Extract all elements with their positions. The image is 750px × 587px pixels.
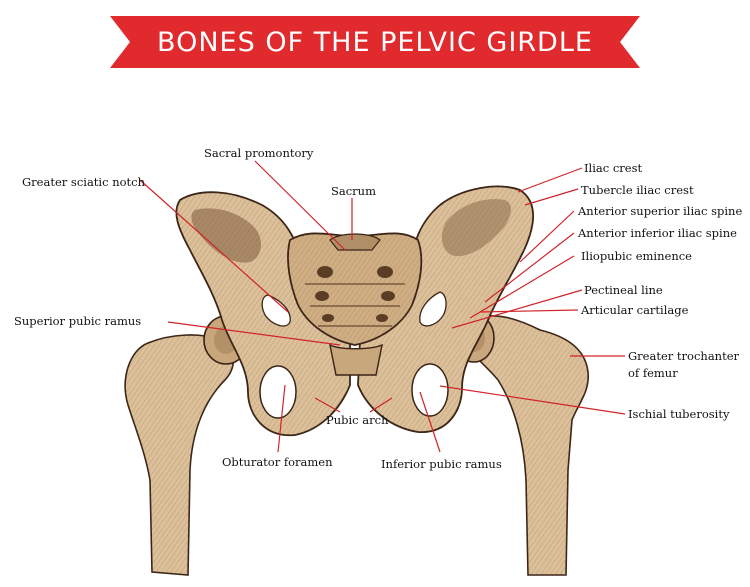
leader-aiis <box>484 232 575 303</box>
label-sacral-promontory: Sacral promontory <box>204 146 314 160</box>
label-pectineal-line: Pectineal line <box>584 283 663 297</box>
label-anterior-inferior-iliac-spine: Anterior inferior iliac spine <box>578 226 737 240</box>
label-superior-pubic-ramus: Superior pubic ramus <box>14 314 142 328</box>
label-anterior-superior-iliac-spine: Anterior superior iliac spine <box>578 204 743 218</box>
right-hip-bone <box>357 185 534 433</box>
label-greater-trochanter: Greater trochanter of femur <box>628 349 740 380</box>
right-femur <box>453 313 589 576</box>
leader-pectineal <box>451 289 583 329</box>
banner-ribbon <box>110 16 640 68</box>
leader-tubercle <box>524 188 579 206</box>
leader-asis <box>519 210 575 263</box>
leader-iliac-crest <box>517 167 583 193</box>
label-obturator-foramen: Obturator foramen <box>222 455 333 469</box>
leader-pubic-arch-right <box>369 397 393 413</box>
leader-inferior-pubic <box>419 391 441 453</box>
left-hip-bone <box>175 191 351 437</box>
leader-sacral-promontory <box>254 160 346 251</box>
label-ischial-tuberosity: Ischial tuberosity <box>628 407 730 421</box>
label-tubercle-iliac-crest: Tubercle iliac crest <box>581 183 694 197</box>
leader-superior-pubic-ramus <box>167 321 341 346</box>
label-articular-cartilage: Articular cartilage <box>581 303 689 317</box>
title-banner <box>110 16 640 68</box>
pubic-symphysis <box>329 343 383 376</box>
leader-greater-sciatic-notch <box>139 179 289 313</box>
label-iliac-crest: Iliac crest <box>584 161 643 175</box>
label-pubic-arch: Pubic arch <box>326 413 389 427</box>
leader-lines <box>139 160 626 453</box>
left-femur <box>124 315 249 576</box>
label-inferior-pubic-ramus: Inferior pubic ramus <box>381 457 502 471</box>
leader-iliopubic <box>469 255 575 319</box>
leader-articular <box>479 309 579 313</box>
leader-ischial <box>439 385 626 415</box>
sacrum-bone <box>287 232 423 346</box>
leader-pubic-arch-left <box>314 397 341 413</box>
label-sacrum: Sacrum <box>331 184 376 198</box>
title-text: BONES OF THE PELVIC GIRDLE <box>157 26 593 58</box>
label-greater-sciatic-notch: Greater sciatic notch <box>22 175 145 189</box>
leader-obturator <box>277 384 286 453</box>
label-iliopubic-eminence: Iliopubic eminence <box>581 249 692 263</box>
